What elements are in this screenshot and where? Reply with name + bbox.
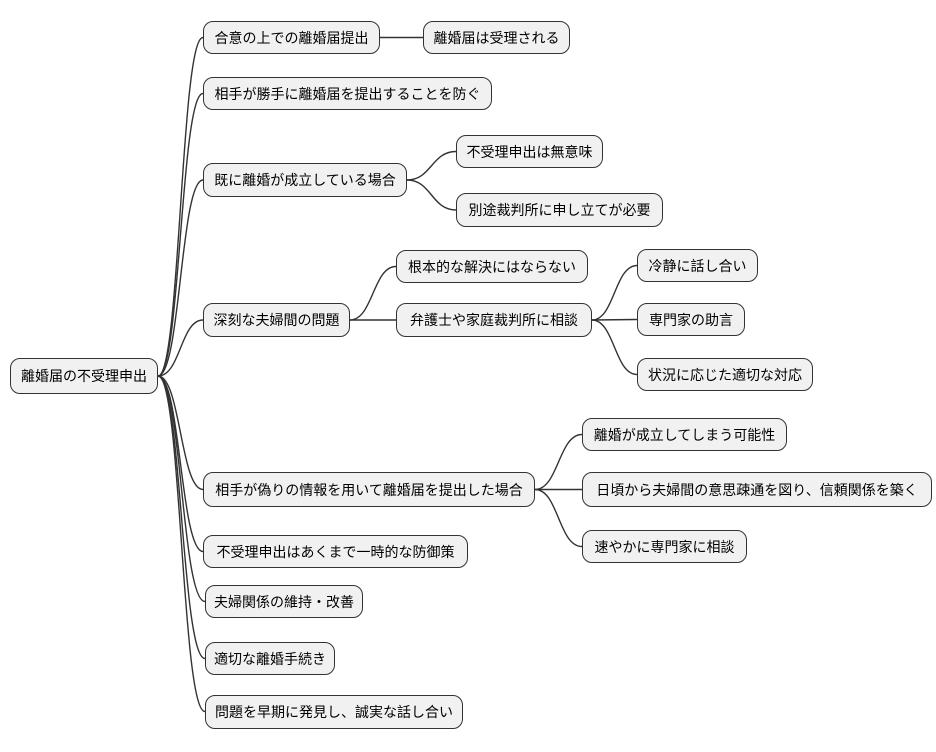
- edge-lawyer-to-calm-discussion: [591, 264, 638, 321]
- edge-root-to-early-detection: [157, 375, 206, 713]
- edge-finalized-to-court-petition: [406, 179, 457, 211]
- node-maintain-improve-relationship: 夫婦関係の維持・改善: [205, 585, 363, 618]
- node-serious-marital-problems: 深刻な夫婦間の問題: [203, 303, 350, 337]
- edge-serious-to-not-fundamental: [349, 265, 397, 321]
- edge-root-to-serious-problems: [157, 319, 204, 377]
- node-consult-lawyer-family-court: 弁護士や家庭裁判所に相談: [396, 303, 592, 337]
- node-appropriate-response: 状況に応じた適切な対応: [637, 358, 813, 391]
- node-false-info-submission: 相手が偽りの情報を用いて離婚届を提出した場合: [203, 472, 535, 507]
- node-court-petition-needed: 別途裁判所に申し立てが必要: [456, 193, 663, 227]
- node-consensual-submission: 合意の上での離婚届提出: [203, 21, 380, 54]
- edge-root-to-already-finalized: [157, 179, 204, 377]
- node-proper-divorce-procedure: 適切な離婚手続き: [205, 642, 335, 675]
- node-divorce-may-finalize: 離婚が成立してしまう可能性: [582, 418, 787, 451]
- node-build-trust-communication: 日頃から夫婦間の意思疎通を図り、信頼関係を築く: [582, 472, 932, 507]
- node-root: 離婚届の不受理申出: [10, 358, 158, 394]
- edge-lawyer-to-expert-advice: [591, 318, 638, 321]
- node-not-fundamental-solution: 根本的な解決にはならない: [396, 250, 588, 283]
- edge-lawyer-to-appropriate-response: [591, 319, 638, 376]
- node-early-detection-honest-talk: 問題を早期に発見し、誠実な話し合い: [205, 695, 463, 729]
- edge-root-to-false-info: [157, 375, 204, 491]
- node-divorce-already-finalized: 既に離婚が成立している場合: [203, 163, 407, 197]
- node-application-meaningless: 不受理申出は無意味: [456, 135, 603, 168]
- edge-falseinfo-to-consult-promptly: [534, 488, 583, 548]
- node-accepted: 離婚届は受理される: [423, 21, 570, 54]
- edge-falseinfo-to-may-finalize: [534, 433, 583, 491]
- node-prevent-unilateral-submission: 相手が勝手に離婚届を提出することを防ぐ: [203, 77, 492, 110]
- edge-root-to-temporary-defense: [157, 375, 204, 553]
- edge-finalized-to-meaningless: [406, 150, 457, 181]
- node-expert-advice: 専門家の助言: [637, 303, 745, 336]
- node-calm-discussion: 冷静に話し合い: [637, 249, 758, 282]
- edge-root-to-prevent-unilateral: [157, 92, 204, 377]
- edge-root-to-maintain-relationship: [157, 375, 206, 603]
- node-consult-expert-promptly: 速やかに専門家に相談: [582, 530, 747, 563]
- node-temporary-defense: 不受理申出はあくまで一時的な防御策: [203, 535, 468, 568]
- edge-root-to-proper-procedure: [157, 375, 206, 660]
- edge-root-to-consensual-submission: [157, 36, 204, 377]
